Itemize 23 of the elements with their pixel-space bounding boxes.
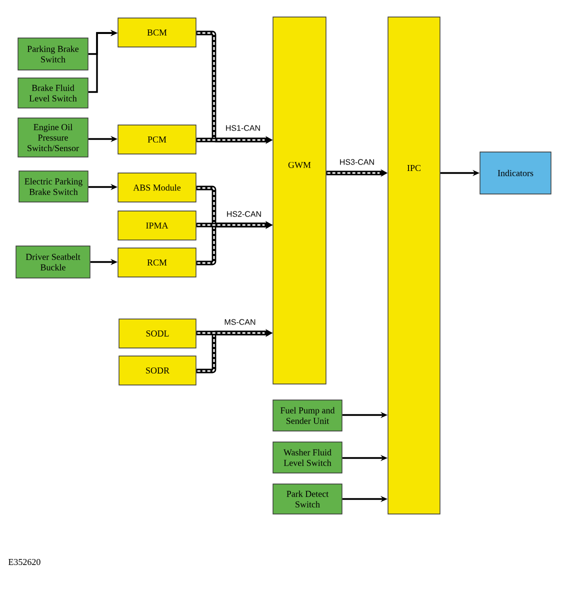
- module-box: IPMA: [118, 210, 196, 240]
- edge-label: HS2-CAN: [225, 210, 263, 218]
- module-box: SODL: [118, 318, 196, 348]
- module-box: PCM: [118, 124, 196, 154]
- switch-box: Driver Seatbelt Buckle: [16, 246, 90, 278]
- switch-box: Parking Brake Switch: [18, 38, 88, 70]
- indicator-box: Indicators: [480, 152, 552, 194]
- switch-box: Fuel Pump and Sender Unit: [272, 400, 342, 432]
- switch-box: Park Detect Switch: [272, 484, 342, 514]
- figure-number: E352620: [8, 558, 40, 566]
- module-box: BCM: [118, 18, 196, 48]
- switch-box: Washer Fluid Level Switch: [272, 442, 342, 474]
- module-box: IPC: [388, 16, 440, 514]
- edge-label: MS-CAN: [223, 318, 257, 326]
- module-box: GWM: [272, 16, 326, 384]
- module-box: SODR: [118, 356, 196, 386]
- switch-box: Brake Fluid Level Switch: [18, 78, 88, 108]
- switch-box: Electric Parking Brake Switch: [18, 170, 88, 202]
- module-box: RCM: [118, 248, 196, 278]
- edge-label: HS1-CAN: [224, 124, 262, 132]
- module-box: ABS Module: [118, 172, 196, 202]
- edge-label: HS3-CAN: [338, 158, 376, 166]
- switch-box: Engine Oil Pressure Switch/Sensor: [18, 118, 88, 158]
